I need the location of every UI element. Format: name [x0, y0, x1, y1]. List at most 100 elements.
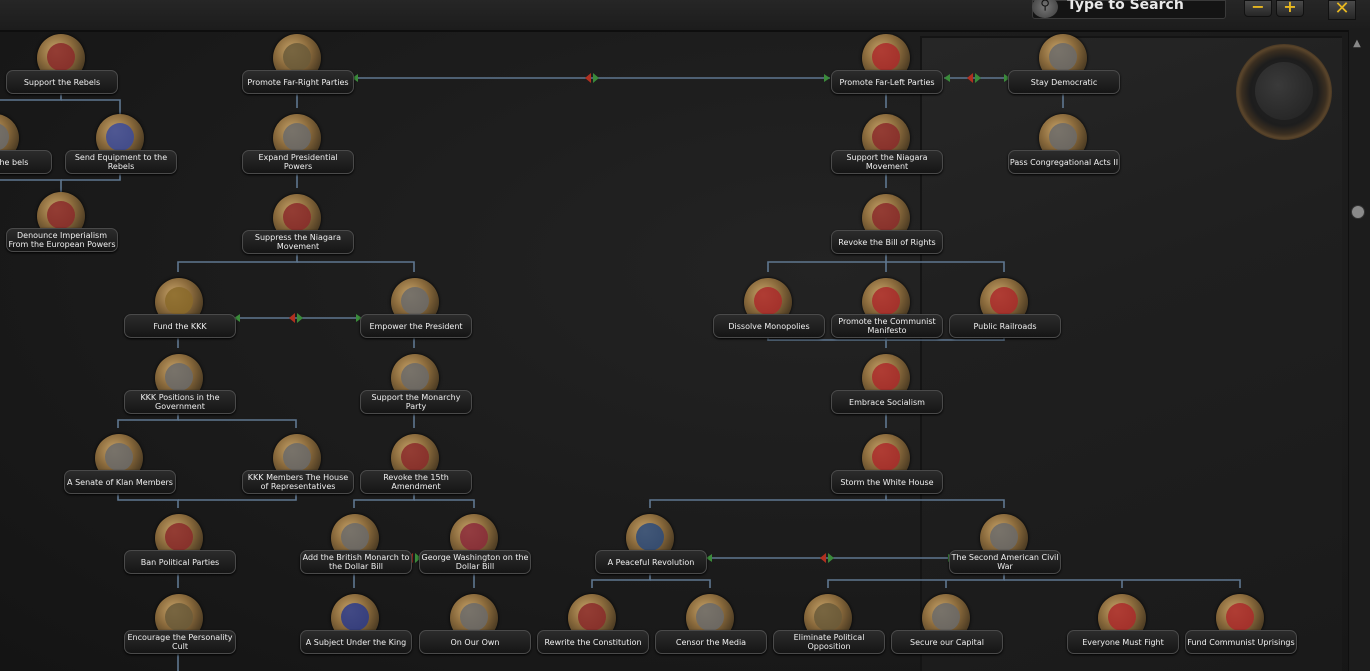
focus-label: Fund the KKK: [124, 314, 236, 338]
focus-label: Eliminate Political Opposition: [773, 630, 885, 654]
focus-on-our-own[interactable]: On Our Own: [415, 594, 533, 666]
focus-far-left[interactable]: Promote Far-Left Parties: [827, 34, 945, 106]
focus-storm-white-house[interactable]: Storm the White House: [827, 434, 945, 506]
focus-support-rebels[interactable]: Support the Rebels: [2, 34, 120, 106]
focus-rewrite-constitution[interactable]: Rewrite the Constitution: [533, 594, 651, 666]
mutual-exclusion-icon: [820, 553, 834, 563]
focus-label: Everyone Must Fight: [1067, 630, 1179, 654]
focus-washington-dollar[interactable]: George Washington on the Dollar Bill: [415, 514, 533, 586]
focus-everyone-fight[interactable]: Everyone Must Fight: [1063, 594, 1181, 666]
focus-label: KKK Positions in the Government: [124, 390, 236, 414]
focus-dissolve-monopolies[interactable]: Dissolve Monopolies: [709, 278, 827, 350]
connector: [177, 248, 298, 272]
connector: [886, 499, 1005, 508]
focus-manpower-rebels[interactable]: ower to the bels: [0, 114, 54, 186]
connector: [414, 499, 475, 508]
focus-suppress-niagara[interactable]: Suppress the Niagara Movement: [238, 194, 356, 266]
arrow-head: [706, 554, 712, 562]
focus-peaceful-revolution[interactable]: A Peaceful Revolution: [591, 514, 709, 586]
focus-label: Dissolve Monopolies: [713, 314, 825, 338]
zoom-out-button[interactable]: −: [1244, 0, 1272, 17]
focus-public-railroads[interactable]: Public Railroads: [945, 278, 1063, 350]
focus-presidential-powers[interactable]: Expand Presidential Powers: [238, 114, 356, 186]
focus-support-monarchy[interactable]: Support the Monarchy Party: [356, 354, 474, 426]
scrollbar-track[interactable]: [1348, 30, 1370, 671]
focus-empower-president[interactable]: Empower the President: [356, 278, 474, 350]
connector: [178, 419, 297, 428]
focus-stay-democratic[interactable]: Stay Democratic: [1004, 34, 1122, 106]
scrollbar-handle[interactable]: [1351, 205, 1365, 219]
focus-communist-manifesto[interactable]: Promote the Communist Manifesto: [827, 278, 945, 350]
connector: [117, 488, 179, 508]
connector: [886, 261, 1005, 272]
focus-senate-klan[interactable]: A Senate of Klan Members: [60, 434, 178, 506]
focus-label: KKK Members The House of Representatives: [242, 470, 354, 494]
focus-label: Empower the President: [360, 314, 472, 338]
arrow-head: [356, 314, 362, 322]
focus-censor-media[interactable]: Censor the Media: [651, 594, 769, 666]
focus-label: Encourage the Personality Cult: [124, 630, 236, 654]
focus-revoke-15th[interactable]: Revoke the 15th Amendment: [356, 434, 474, 506]
focus-personality-cult[interactable]: Encourage the Personality Cult: [120, 594, 238, 666]
focus-label: On Our Own: [419, 630, 531, 654]
focus-revoke-rights[interactable]: Revoke the Bill of Rights: [827, 194, 945, 266]
focus-fund-kkk[interactable]: Fund the KKK: [120, 278, 238, 350]
focus-label: Support the Monarchy Party: [360, 390, 472, 414]
focus-american-civil-war[interactable]: The Second American Civil War: [945, 514, 1063, 586]
focus-label: Expand Presidential Powers: [242, 150, 354, 174]
connector: [117, 408, 179, 428]
focus-label: Rewrite the Constitution: [537, 630, 649, 654]
arrow-up-icon[interactable]: ▲: [1353, 38, 1361, 49]
focus-label: Promote the Communist Manifesto: [831, 314, 943, 338]
focus-label: ower to the bels: [0, 150, 52, 174]
focus-denounce-imperialism[interactable]: Denounce Imperialism From the European P…: [2, 192, 120, 264]
focus-label: Revoke the Bill of Rights: [831, 230, 943, 254]
focus-label: Storm the White House: [831, 470, 943, 494]
arrow-head: [1004, 74, 1010, 82]
connector: [649, 488, 887, 508]
focus-label: Denounce Imperialism From the European P…: [6, 228, 118, 252]
focus-label: A Subject Under the King: [300, 630, 412, 654]
focus-label: Support the Niagara Movement: [831, 150, 943, 174]
focus-label: Support the Rebels: [6, 70, 118, 94]
mutual-exclusion-icon: [585, 73, 599, 83]
focus-subject-king[interactable]: A Subject Under the King: [296, 594, 414, 666]
focus-label: Secure our Capital: [891, 630, 1003, 654]
focus-label: Send Equipment to the Rebels: [65, 150, 177, 174]
focus-british-dollar[interactable]: Add the British Monarch to the Dollar Bi…: [296, 514, 414, 586]
focus-embrace-socialism[interactable]: Embrace Socialism: [827, 354, 945, 426]
connector: [61, 99, 121, 118]
focus-kkk-house[interactable]: KKK Members The House of Representatives: [238, 434, 356, 506]
focus-label: A Senate of Klan Members: [64, 470, 176, 494]
arrow-head: [234, 314, 240, 322]
focus-support-niagara[interactable]: Support the Niagara Movement: [827, 114, 945, 186]
focus-label: Embrace Socialism: [831, 390, 943, 414]
focus-label: Add the British Monarch to the Dollar Bi…: [300, 550, 412, 574]
focus-label: Promote Far-Right Parties: [242, 70, 354, 94]
focus-secure-capital[interactable]: Secure our Capital: [887, 594, 1005, 666]
focus-ban-parties[interactable]: Ban Political Parties: [120, 514, 238, 586]
focus-label: Promote Far-Left Parties: [831, 70, 943, 94]
arrow-head: [352, 74, 358, 82]
focus-label: George Washington on the Dollar Bill: [419, 550, 531, 574]
focus-label: Suppress the Niagara Movement: [242, 230, 354, 254]
mutual-exclusion-icon: [967, 73, 981, 83]
connector: [297, 261, 415, 272]
focus-kkk-government[interactable]: KKK Positions in the Government: [120, 354, 238, 426]
connector: [353, 488, 415, 508]
connector: [1004, 579, 1241, 588]
focus-fund-uprisings[interactable]: Fund Communist Uprisings: [1181, 594, 1299, 666]
focus-label: Censor the Media: [655, 630, 767, 654]
arrow-head: [944, 74, 950, 82]
connector: [767, 248, 887, 272]
focus-label: Public Railroads: [949, 314, 1061, 338]
focus-far-right[interactable]: Promote Far-Right Parties: [238, 34, 356, 106]
search-placeholder: Type to Search: [1067, 0, 1184, 13]
focus-congregational-acts[interactable]: Pass Congregational Acts II: [1004, 114, 1122, 186]
close-button[interactable]: ✕: [1328, 0, 1356, 20]
focus-eliminate-opposition[interactable]: Eliminate Political Opposition: [769, 594, 887, 666]
zoom-in-button[interactable]: +: [1276, 0, 1304, 17]
focus-equipment-rebels[interactable]: Send Equipment to the Rebels: [61, 114, 179, 186]
search-icon[interactable]: ⚲: [1032, 0, 1058, 18]
focus-label: Stay Democratic: [1008, 70, 1120, 94]
